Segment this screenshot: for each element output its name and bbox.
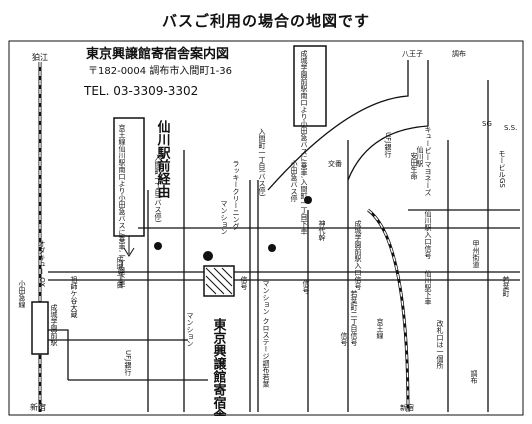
school-hatch (205, 267, 233, 295)
label-odakyu-line: 小田急線 (18, 279, 26, 308)
seijo-station (31, 301, 49, 355)
label-crosstage: マンション クロステージ調布若葉 (262, 280, 270, 388)
left-note-arrowhead (123, 247, 135, 257)
label-ichome-bus2: 入間町一丁目(バス停) (258, 128, 266, 197)
label-koban: 交番 (328, 159, 342, 168)
busstop-marker-2 (268, 244, 276, 252)
label-gai: 仙川駅入口信号 (424, 209, 432, 260)
label-ufj-2: UFJ銀行 (124, 350, 132, 376)
label-koshu: 甲州街道 (472, 240, 480, 269)
label-chofu-top: 調布 (452, 49, 466, 58)
label-signal-3: 信号 (340, 331, 348, 347)
map: 東京興譲館寄宿舎案内図 〒182-0004 調布市入間町1-36 TEL. 03… (8, 40, 524, 416)
label-seijo3: 成城3丁目 (116, 255, 124, 289)
label-signal-2: 信号 (302, 279, 310, 295)
label-kyushu: キューピーマヨネーズ (424, 126, 432, 196)
label-gs: SG (482, 120, 492, 128)
label-mansion: マンション (220, 200, 228, 235)
label-mobil: モービルGS (498, 150, 506, 188)
keio-railway-ties (367, 209, 409, 413)
road-curve-top-2 (347, 60, 429, 181)
road-curve-top (267, 60, 409, 191)
left-note-text: 京王線仙川駅南口より小田急バスに乗車,一丁目下車 (118, 123, 126, 288)
label-school: 東京興譲館寄宿舎 (211, 317, 227, 416)
page-title: バスご利用の場合の地図です (161, 12, 370, 30)
label-sen-gawa-st: 仙川駅 (416, 145, 424, 168)
label-kaisatsu: 改札口は一個所 (436, 319, 444, 370)
label-shinjuku-right: 新宿 (400, 403, 414, 412)
busstop-marker-3 (304, 196, 312, 204)
right-note-box (293, 45, 327, 127)
label-seijo-ent: 成城学園前駅入口信号 (354, 219, 362, 291)
label-mansion-2: マンション (186, 312, 194, 347)
map-border (8, 40, 524, 416)
label-shinjuku-left: 新宿 (30, 402, 46, 412)
school-marker (203, 251, 213, 261)
via-label: 仙川駅前経由 (155, 119, 172, 199)
label-komae: 狛江 (32, 52, 48, 62)
telephone: TEL. 03-3309-3302 (83, 84, 198, 98)
label-ss: S.S. (504, 124, 517, 132)
map-name: 東京興譲館寄宿舎案内図 (86, 46, 229, 62)
label-chofu: 調布 (470, 369, 478, 385)
label-lucky: ラッキークリーニング (232, 160, 240, 230)
busstop-marker (154, 242, 162, 250)
right-note-text: 成城学園前駅南口より小田急バスに乗車,入間町一丁目下車 (300, 49, 308, 235)
label-kamo: 神代幹 (318, 219, 326, 242)
label-wakaba: 若葉町二丁目信号 (350, 289, 358, 347)
label-ichome-bus: 入間町一丁目(バス停) (154, 154, 162, 223)
label-hachioji: 八王子 (402, 50, 423, 58)
label-soshigaya: 祖師ケ谷大蔵 (70, 275, 78, 319)
label-keio: 京王線 (376, 317, 384, 339)
label-busstop-odakyu: 小田急バス停 (290, 159, 298, 203)
label-nishi: 若葉町 (502, 275, 510, 297)
label-ufj: UFJ銀行 (384, 132, 392, 158)
road-seijo (48, 329, 69, 380)
label-signal: 信号 (240, 275, 248, 291)
label-seijo-st: 成城学園前駅 (50, 303, 58, 347)
label-okyu: オダキュー OX (38, 240, 46, 287)
label-kokuryu: 安田生命 (410, 151, 418, 181)
address: 〒182-0004 調布市入間町1-36 (88, 64, 232, 77)
label-sengawa-kita: 仙川駅下車 (424, 269, 432, 306)
